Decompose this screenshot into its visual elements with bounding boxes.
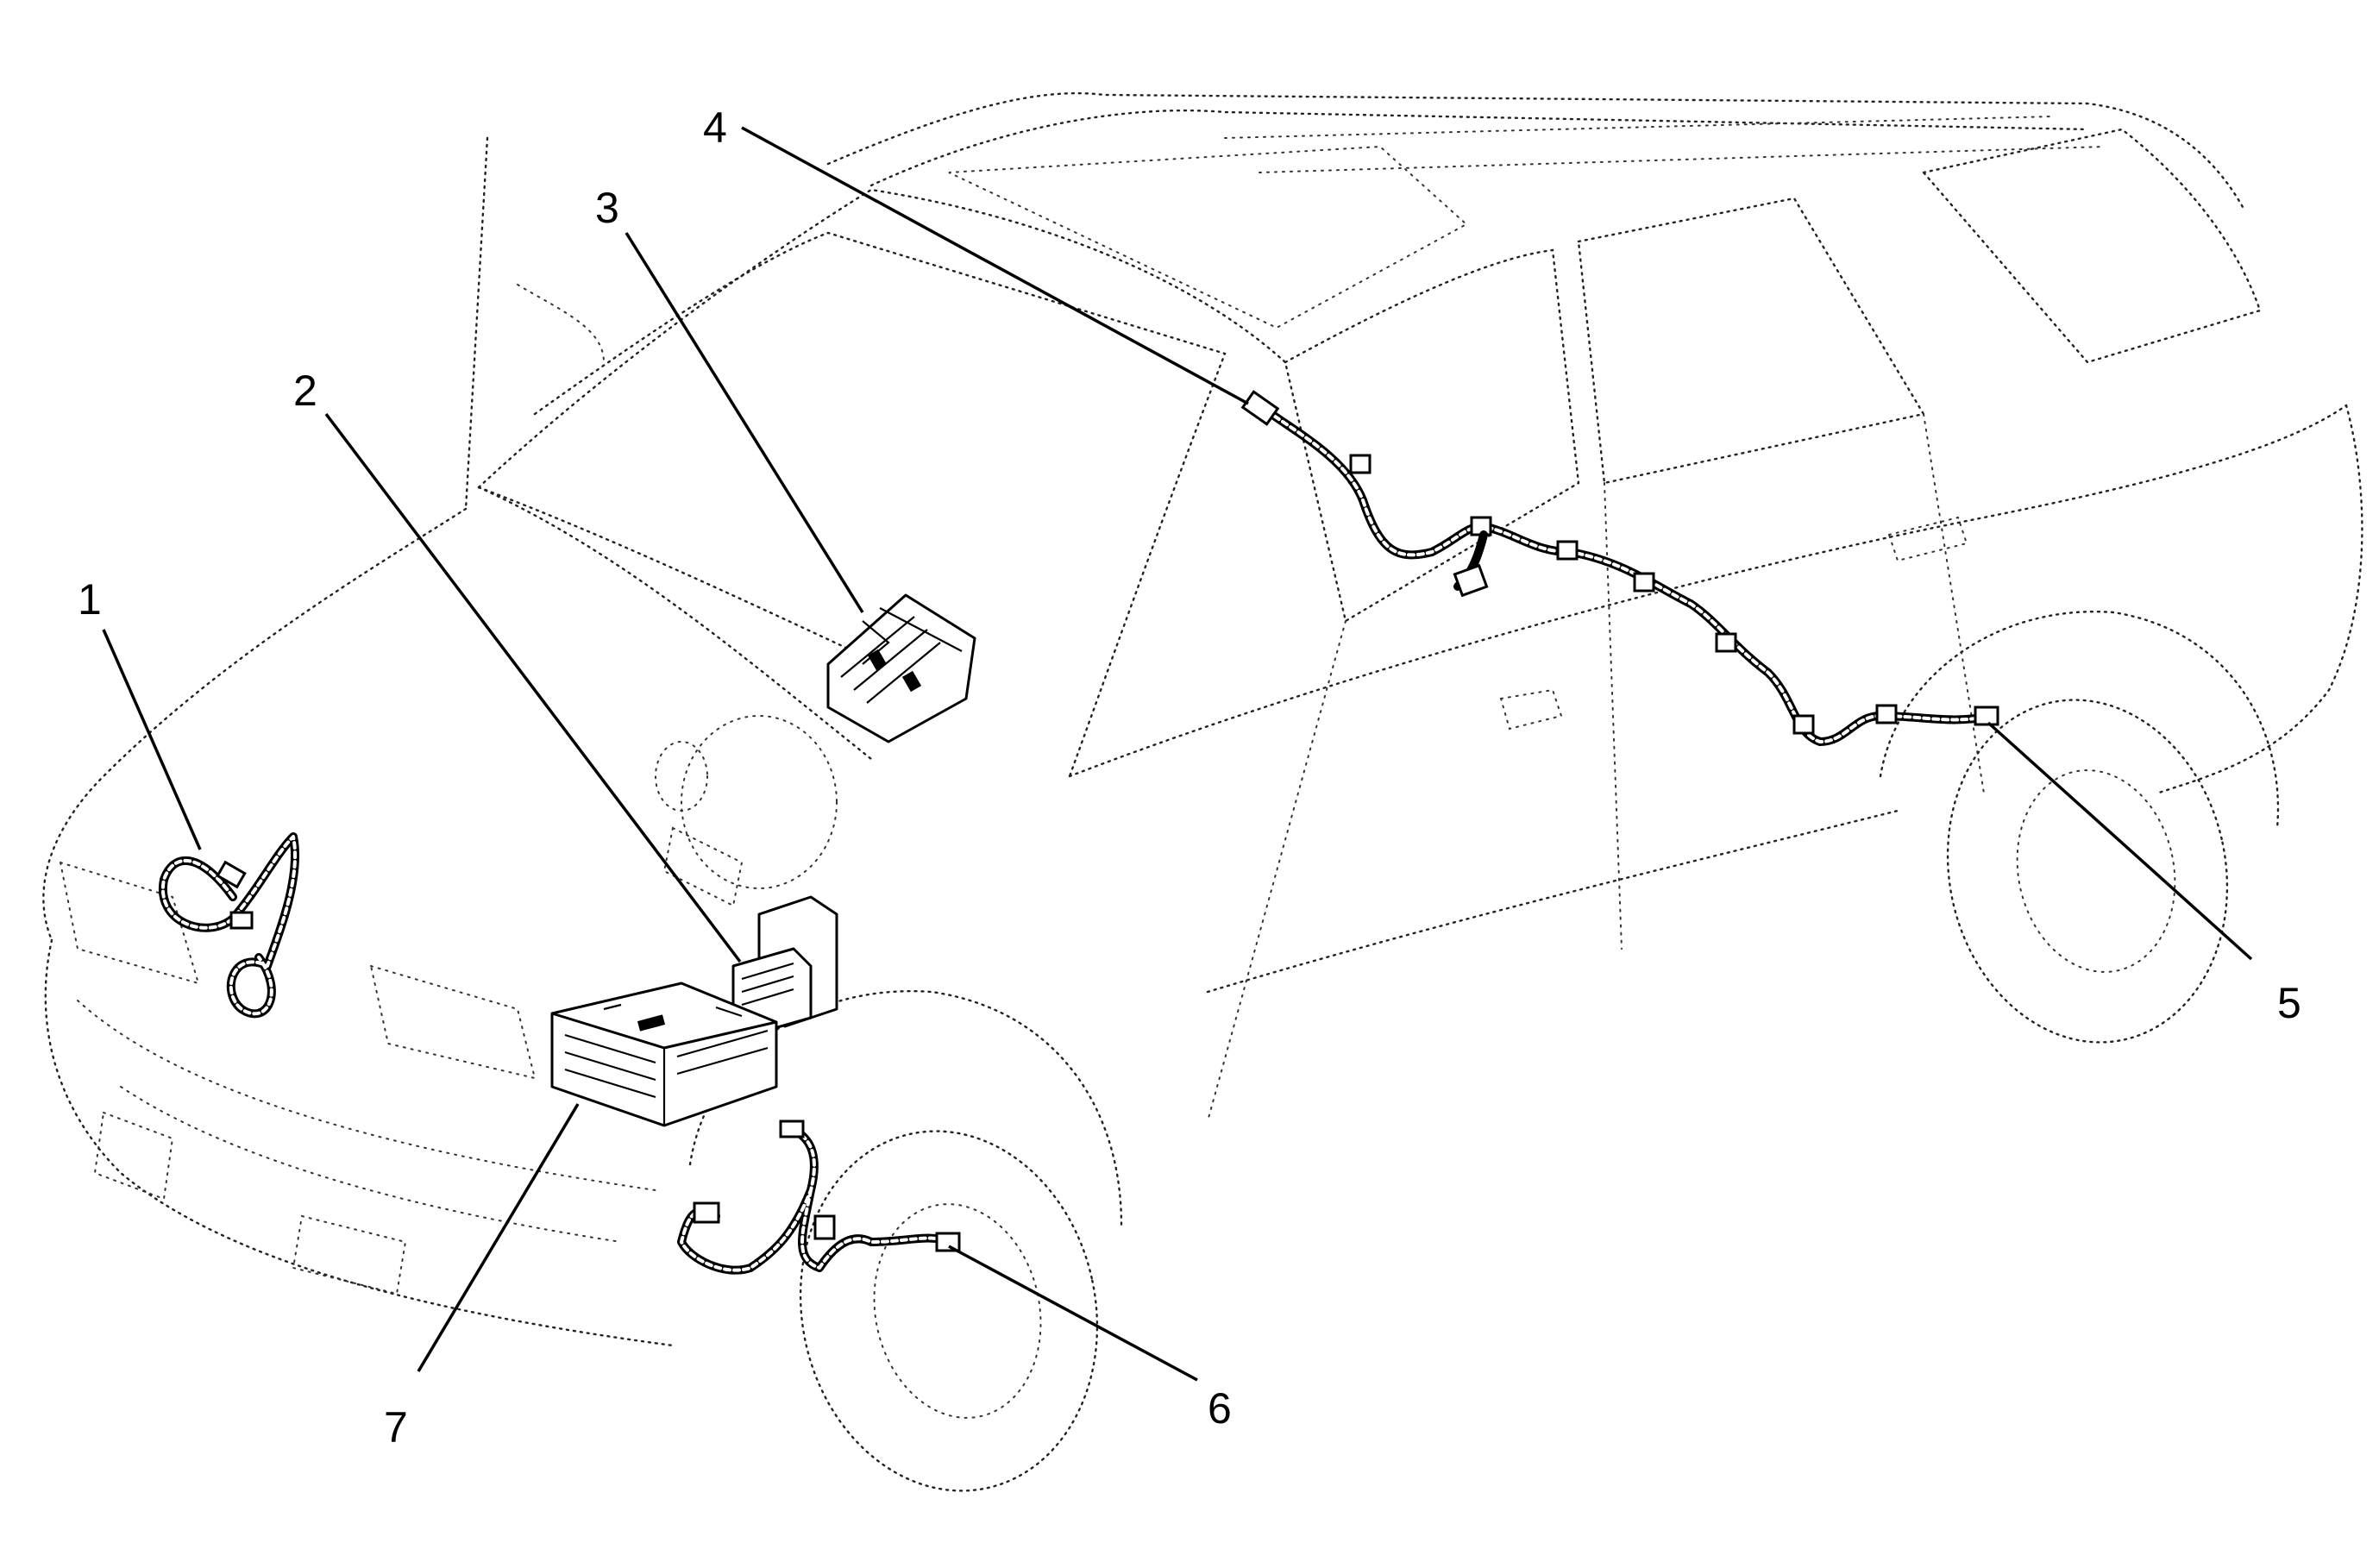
leader-5 [1987, 721, 2253, 961]
leader-lines [102, 126, 2253, 1382]
roof-rack-line [869, 109, 2089, 187]
b-pillar-seam [1604, 482, 1623, 950]
callout-3: 3 [595, 184, 619, 232]
component-7-fuse-block [550, 982, 778, 1127]
leader-1 [102, 629, 202, 850]
fog-grille [93, 1111, 174, 1201]
callout-1: 1 [78, 575, 102, 624]
roof-rail-2 [1259, 146, 2106, 173]
rear-quarter-window [1921, 128, 2262, 364]
fluid-reservoir [655, 741, 708, 812]
leader-4 [741, 126, 1249, 405]
component-4-5-harness [1240, 390, 1999, 746]
front-rim [873, 1203, 1042, 1419]
component-3-module [826, 593, 976, 743]
rear-rim [2016, 769, 2176, 973]
hood-prop-line [464, 136, 489, 511]
front-bumper [44, 938, 675, 1347]
front-door-seam [1207, 620, 1346, 1122]
leader-7 [417, 1103, 580, 1372]
component-1-harness [158, 832, 299, 1019]
rear-door-handle [1887, 516, 1968, 562]
fascia-line-2 [120, 1086, 622, 1243]
rear-wheel-arch [1879, 610, 2280, 830]
roof-rail-1 [1224, 116, 2054, 139]
front-door-handle [1499, 688, 1563, 731]
callout-4: 4 [703, 103, 727, 152]
vehicle-outline [42, 91, 2363, 1492]
component-6-harness [677, 1120, 961, 1275]
front-door-window [1284, 248, 1580, 623]
callout-7: 7 [384, 1403, 408, 1452]
rear-body [2155, 404, 2363, 795]
callout-6: 6 [1208, 1384, 1232, 1433]
windshield-frame [533, 231, 1227, 778]
cowl-line [477, 486, 933, 657]
mirror-outline [517, 284, 605, 363]
sunroof-outline [948, 145, 1468, 329]
rear-tire [1946, 699, 2229, 1044]
hood-side-edge [477, 486, 873, 761]
license-plate-area [292, 1214, 407, 1295]
callout-labels: 1 2 3 4 5 6 7 [78, 103, 2301, 1452]
leader-3 [625, 232, 864, 613]
rocker-line [1206, 809, 1899, 994]
master-cylinder [662, 826, 744, 907]
callout-5: 5 [2277, 979, 2301, 1027]
leader-6 [948, 1245, 1198, 1382]
headlamp-left [59, 861, 200, 985]
hood-front-edge [42, 507, 468, 942]
rear-door-seam [1923, 413, 1985, 794]
front-tire [799, 1130, 1099, 1492]
headlamp-right [369, 964, 537, 1080]
beltline [1068, 404, 2348, 778]
leader-2 [324, 412, 742, 963]
windshield-top [477, 188, 1287, 489]
callout-2: 2 [293, 367, 317, 415]
roof-line [826, 91, 2244, 209]
brake-booster [681, 715, 838, 889]
rear-door-window [1577, 197, 1925, 485]
